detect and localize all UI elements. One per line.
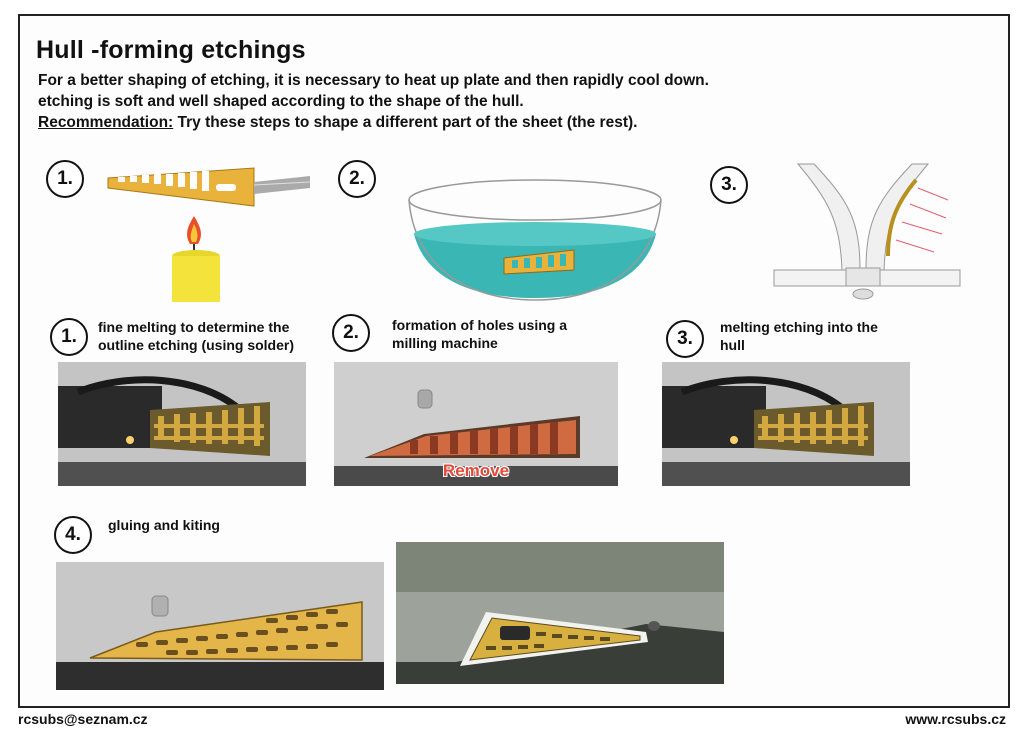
step-3-photo: [662, 362, 910, 486]
step-2-caption-line-2: milling machine: [392, 335, 498, 351]
illustration-number-2: 2.: [338, 160, 376, 198]
intro-line-1: For a better shaping of etching, it is n…: [38, 72, 709, 89]
illustration-number-1: 1.: [46, 160, 84, 198]
remove-label: Remove: [442, 461, 510, 480]
page-title: Hull -forming etchings: [36, 36, 306, 64]
step-3-caption-line-1: melting etching into the: [720, 319, 878, 335]
step-4-caption: gluing and kiting: [108, 516, 220, 534]
step-number-1: 1.: [50, 318, 88, 356]
step-2-caption-line-1: formation of holes using a: [392, 317, 568, 333]
step-1-caption-line-1: fine melting to determine the: [98, 319, 290, 335]
recommendation-label: Recommendation:: [38, 114, 174, 131]
recommendation-text: Try these steps to shape a different par…: [173, 114, 638, 131]
step-3-caption-line-2: hull: [720, 337, 745, 353]
step-4-caption-line-1: gluing and kiting: [108, 517, 220, 533]
step-number-3: 3.: [666, 320, 704, 358]
step-4-photo-right: [396, 542, 724, 684]
step-number-2: 2.: [332, 314, 370, 352]
intro-line-2: etching is soft and well shaped accordin…: [38, 93, 524, 110]
water-bowl-icon: [404, 154, 666, 302]
step-2-caption: formation of holes using a milling machi…: [392, 316, 567, 352]
instruction-sheet: Hull -forming etchings For a better shap…: [18, 14, 1010, 708]
footer-email[interactable]: rcsubs@seznam.cz: [18, 711, 148, 727]
step-4-photo-left: [56, 562, 384, 690]
footer-website[interactable]: www.rcsubs.cz: [905, 711, 1006, 727]
step-1-caption-line-2: outline etching (using solder): [98, 337, 294, 353]
recommendation-line: Recommendation: Try these steps to shape…: [38, 114, 637, 132]
candle-heating-icon: [104, 164, 324, 302]
step-number-4: 4.: [54, 516, 92, 554]
illustration-number-3: 3.: [710, 166, 748, 204]
step-3-caption: melting etching into the hull: [720, 318, 878, 354]
step-2-photo: Remove: [334, 362, 618, 486]
hull-bending-icon: [768, 160, 968, 300]
step-1-caption: fine melting to determine the outline et…: [98, 318, 294, 354]
step-1-photo: [58, 362, 306, 486]
